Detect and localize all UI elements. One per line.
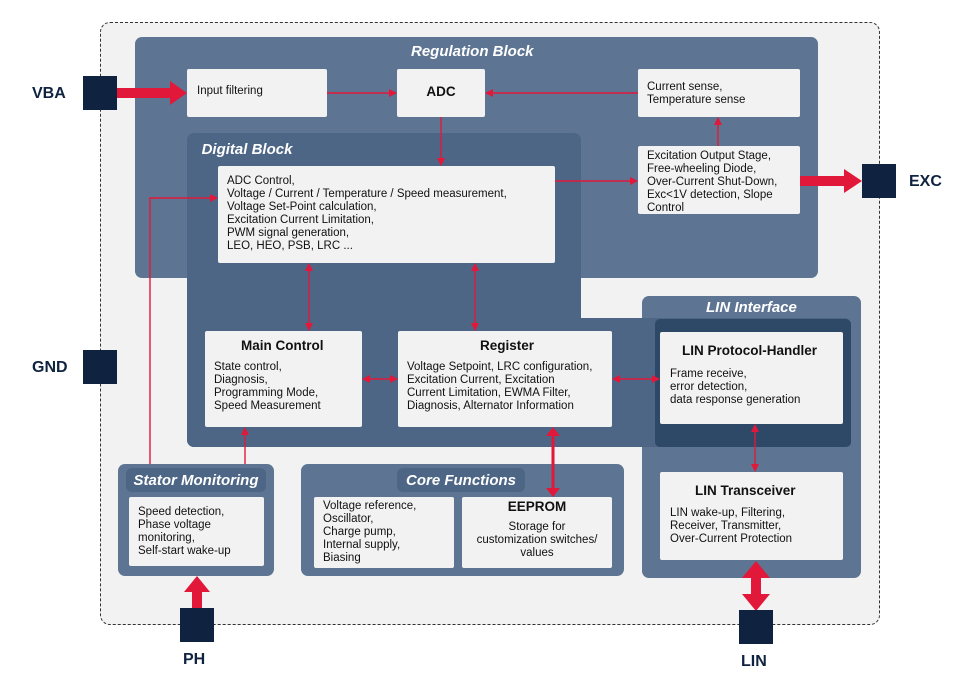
core-functions-title: Core Functions [397,468,525,492]
excitation-stage-box: Excitation Output Stage, Free-wheeling D… [638,146,800,214]
gnd-pin [83,350,117,384]
register-box: Register Voltage Setpoint, LRC configura… [398,331,612,427]
lin-interface-title: LIN Interface [706,299,797,316]
lin-transceiver-box: LIN Transceiver LIN wake-up, Filtering, … [660,472,843,560]
stator-monitoring-box: Speed detection, Phase voltage monitorin… [129,497,264,566]
exc-pin-label: EXC [909,173,942,190]
adc-box: ADC [397,69,485,117]
input-filtering-box: Input filtering [187,69,327,117]
ph-pin-label: PH [183,651,206,668]
regulation-block-title: Regulation Block [411,43,534,60]
vba-pin-label: VBA [32,85,66,102]
main-control-box: Main Control State control, Diagnosis, P… [205,331,362,427]
exc-pin [862,164,896,198]
digital-block-title: Digital Block [195,137,299,161]
core-functions-box: Voltage reference, Oscillator, Charge pu… [314,497,454,568]
lin-protocol-handler-box: LIN Protocol-Handler Frame receive, erro… [660,332,843,424]
lin-pin-label: LIN [741,653,767,670]
stator-monitoring-title: Stator Monitoring [126,468,266,492]
ph-pin [180,608,214,642]
vba-pin [83,76,117,110]
lin-pin [739,610,773,644]
digital-functions-box: ADC Control, Voltage / Current / Tempera… [218,166,555,263]
eeprom-box: EEPROM Storage for customization switche… [462,497,612,568]
current-sense-box: Current sense, Temperature sense [638,69,800,117]
gnd-pin-label: GND [32,359,68,376]
